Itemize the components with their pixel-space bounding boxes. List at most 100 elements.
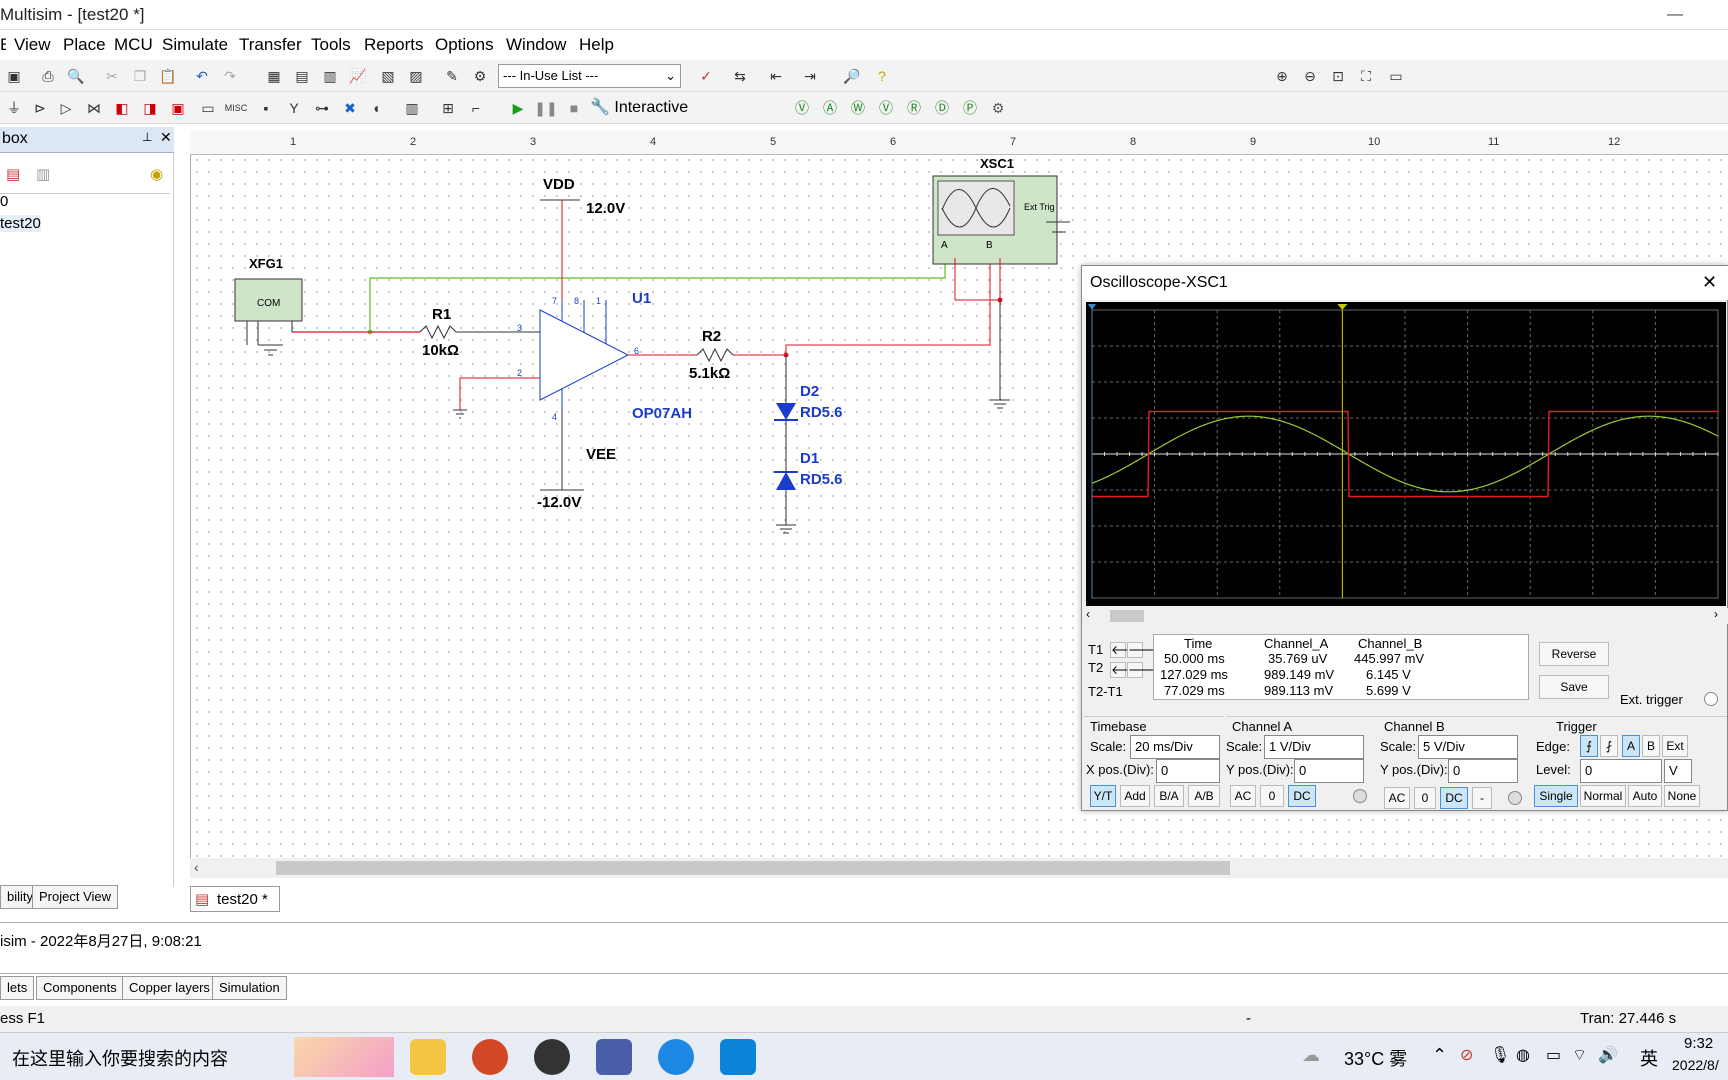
t1-left-icon[interactable]: 🡐 xyxy=(1110,642,1143,658)
tree-item-root[interactable]: 0 xyxy=(0,193,9,210)
taskbar-search[interactable]: 在这里输入你要搜索的内容 xyxy=(12,1049,228,1069)
channel-b-ypos-input[interactable]: 0 xyxy=(1448,759,1518,783)
antenna-icon[interactable]: Y xyxy=(289,100,299,116)
channel-b-scale-input[interactable]: 5 V/Div xyxy=(1418,735,1518,759)
run-icon[interactable]: ▶ xyxy=(512,100,524,116)
menu-reports[interactable]: Reports xyxy=(364,35,424,54)
cmos-icon[interactable]: ▣ xyxy=(171,100,185,116)
horizontal-scrollbar[interactable]: ‹ xyxy=(190,858,1728,878)
edge-icon[interactable] xyxy=(658,1039,694,1075)
new-folder-icon[interactable]: ▤ xyxy=(6,166,21,183)
tree-item-test20[interactable]: test20 xyxy=(0,215,41,232)
tab-copper-layers[interactable]: Copper layers xyxy=(122,976,217,1000)
bus-icon[interactable]: ▥ xyxy=(405,100,419,116)
design-toolbox-icon[interactable]: ▦ xyxy=(267,68,281,84)
postprocessor-icon[interactable]: ▧ xyxy=(381,68,395,84)
trigger-b-button[interactable]: B xyxy=(1642,735,1660,757)
chevron-up-icon[interactable]: ⌃ xyxy=(1432,1045,1448,1065)
misc-icon[interactable]: MISC xyxy=(224,103,248,113)
menu-place[interactable]: Place xyxy=(63,35,106,54)
trigger-a-button[interactable]: A xyxy=(1622,735,1640,757)
ab-button[interactable]: A/B xyxy=(1188,785,1220,807)
menu-help[interactable]: Help xyxy=(579,35,614,54)
probe-diff-icon[interactable]: Ⓥ xyxy=(879,100,893,116)
wifi-icon[interactable]: ⌔ xyxy=(1572,1047,1588,1064)
diode-icon[interactable]: ▷ xyxy=(60,100,72,116)
probe-digital-icon[interactable]: Ⓓ xyxy=(935,100,949,116)
channel-a-0-button[interactable]: 0 xyxy=(1260,785,1284,807)
zoom-out-icon[interactable]: ⊖ xyxy=(1304,68,1316,84)
erc-icon[interactable]: ✓ xyxy=(700,68,712,84)
source-icon[interactable]: ⏚ xyxy=(7,100,21,116)
input-language[interactable]: 英 xyxy=(1640,1049,1658,1069)
scroll-right-icon[interactable]: › xyxy=(1714,607,1718,621)
probe-power-icon[interactable]: Ⓦ xyxy=(851,100,865,116)
ba-button[interactable]: B/A xyxy=(1154,785,1184,807)
multisim-icon[interactable] xyxy=(596,1039,632,1075)
doc-tab-test20[interactable]: ▤ test20 * xyxy=(190,886,280,912)
grapher-icon[interactable]: 📈 xyxy=(349,68,367,84)
reverse-button[interactable]: Reverse xyxy=(1539,642,1609,666)
back-annotate-icon[interactable]: ⇤ xyxy=(770,68,782,84)
help-icon[interactable]: ? xyxy=(878,68,886,84)
minimize-icon[interactable]: — xyxy=(1667,6,1683,23)
channel-b-0-button[interactable]: 0 xyxy=(1414,787,1436,809)
scope-scroll-thumb[interactable] xyxy=(1110,610,1144,622)
connector-icon[interactable]: ⌐ xyxy=(471,100,481,116)
scroll-left-icon[interactable]: ‹ xyxy=(194,859,199,875)
channel-a-dc-button[interactable]: DC xyxy=(1288,785,1316,807)
add-button[interactable]: Add xyxy=(1120,785,1150,807)
t2-right-icon[interactable]: 🡒 xyxy=(1127,662,1161,678)
save-button[interactable]: Save xyxy=(1539,675,1609,699)
probe-settings-icon[interactable]: Ⓟ xyxy=(963,100,977,116)
tab-components[interactable]: Components xyxy=(36,976,124,1000)
scroll-thumb[interactable] xyxy=(276,861,1230,875)
menu-simulate[interactable]: Simulate xyxy=(162,35,229,54)
ttl-icon[interactable]: ◨ xyxy=(143,100,157,116)
timebase-scale-input[interactable]: 20 ms/Div xyxy=(1130,735,1220,759)
undo-icon[interactable]: ↶ xyxy=(196,68,208,84)
database-icon[interactable]: ▥ xyxy=(323,68,337,84)
remove-icon[interactable]: ▥ xyxy=(36,166,51,183)
none-button[interactable]: None xyxy=(1664,785,1700,807)
full-screen-icon[interactable]: ▭ xyxy=(1389,68,1403,84)
zoom-area-icon[interactable]: ⊡ xyxy=(1332,68,1344,84)
component-search-icon[interactable]: ⚙ xyxy=(473,68,487,84)
function-generator[interactable] xyxy=(234,278,303,322)
close-icon[interactable]: ✕ xyxy=(160,129,172,145)
normal-button[interactable]: Normal xyxy=(1580,785,1626,807)
channel-b-minus-button[interactable]: - xyxy=(1472,787,1492,809)
channel-a-scale-input[interactable]: 1 V/Div xyxy=(1264,735,1364,759)
stop-icon[interactable]: ■ xyxy=(569,100,579,116)
tab-simulation[interactable]: Simulation xyxy=(212,976,287,1000)
redo-icon[interactable]: ↷ xyxy=(224,68,236,84)
xpos-input[interactable]: 0 xyxy=(1156,759,1220,783)
t1-right-icon[interactable]: 🡒 xyxy=(1127,642,1161,658)
mixed-icon[interactable]: ▭ xyxy=(201,100,215,116)
battery-icon[interactable]: ▭ xyxy=(1546,1047,1562,1064)
annotate-icon[interactable]: ⇆ xyxy=(734,68,746,84)
level-unit-select[interactable]: V xyxy=(1664,759,1692,783)
close-icon[interactable]: ✕ xyxy=(1702,272,1718,292)
menu-tools[interactable]: Tools xyxy=(311,35,351,54)
gear-icon[interactable]: ⚙ xyxy=(991,100,1005,116)
level-input[interactable]: 0 xyxy=(1580,759,1662,783)
speaker-icon[interactable]: 🔊 xyxy=(1598,1047,1618,1064)
component-wizard-icon[interactable]: ✎ xyxy=(446,68,458,84)
auto-button[interactable]: Auto xyxy=(1628,785,1662,807)
tab-nets[interactable]: lets xyxy=(0,976,35,1000)
transistor-icon[interactable]: ⋈ xyxy=(87,100,101,116)
print-icon[interactable]: ⎙ xyxy=(42,68,54,84)
trigger-ext-button[interactable]: Ext xyxy=(1662,735,1688,757)
electromech-icon[interactable]: ⊶ xyxy=(315,100,329,116)
scroll-left-icon[interactable]: ‹ xyxy=(1086,607,1090,621)
scope-display[interactable] xyxy=(1086,302,1726,606)
hierarchy-icon[interactable]: ⊞ xyxy=(442,100,454,116)
ext-trigger-terminal[interactable] xyxy=(1704,692,1718,706)
channel-a-terminal[interactable] xyxy=(1353,789,1367,803)
hierarchy-toggle-icon[interactable]: ◉ xyxy=(150,166,164,183)
save-icon[interactable]: ▣ xyxy=(7,68,21,84)
channel-b-ac-button[interactable]: AC xyxy=(1384,787,1410,809)
breadboard-icon[interactable]: ▨ xyxy=(409,68,423,84)
zoom-fit-icon[interactable]: ⛶ xyxy=(1361,68,1371,84)
